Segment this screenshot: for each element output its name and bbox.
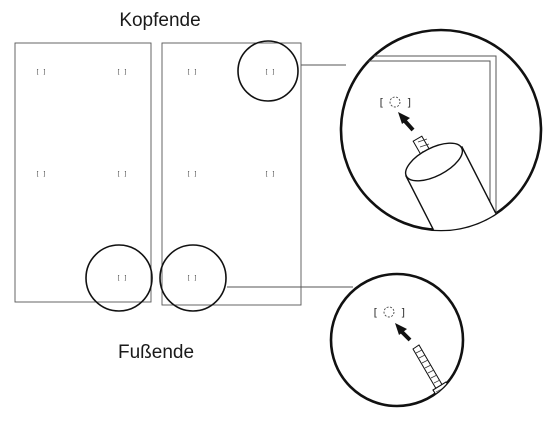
right-bed-panel: [ ] [ ] [ ] [ ] [ ] xyxy=(161,42,302,306)
bed-leg-icon xyxy=(404,135,541,230)
hole-marker: [ ] xyxy=(117,69,128,76)
hole-marker: [ ] xyxy=(36,69,47,76)
leg-zoom-detail: [ ] xyxy=(339,28,543,232)
arrow-up-right-icon xyxy=(398,112,415,132)
svg-text:]: ] xyxy=(400,306,407,319)
head-end-label: Kopfende xyxy=(119,10,200,31)
hole-marker: [ ] xyxy=(117,275,128,282)
hole-marker: [ ] xyxy=(265,69,276,76)
hole-marker: [ ] xyxy=(187,69,198,76)
foot-detail-circle-right xyxy=(159,244,227,312)
screw-zoom-detail: [ ] xyxy=(329,272,465,408)
arrow-up-right-icon xyxy=(395,323,412,342)
hole-marker: [ ] xyxy=(117,171,128,178)
hole-marker: [ ] xyxy=(187,275,198,282)
foot-end-label: Fußende xyxy=(118,342,194,363)
foot-detail-circle-left xyxy=(85,244,153,312)
hole-marker: [ ] xyxy=(36,171,47,178)
thread-hole-icon: [ ] xyxy=(372,306,407,319)
thread-hole-icon: [ ] xyxy=(378,96,413,109)
svg-text:]: ] xyxy=(406,96,413,109)
svg-text:[: [ xyxy=(378,96,385,109)
hole-marker: [ ] xyxy=(187,171,198,178)
left-bed-panel: [ ] [ ] [ ] [ ] [ ] xyxy=(14,42,152,303)
hole-marker: [ ] xyxy=(265,171,276,178)
head-detail-circle xyxy=(237,40,299,102)
svg-text:[: [ xyxy=(372,306,379,319)
